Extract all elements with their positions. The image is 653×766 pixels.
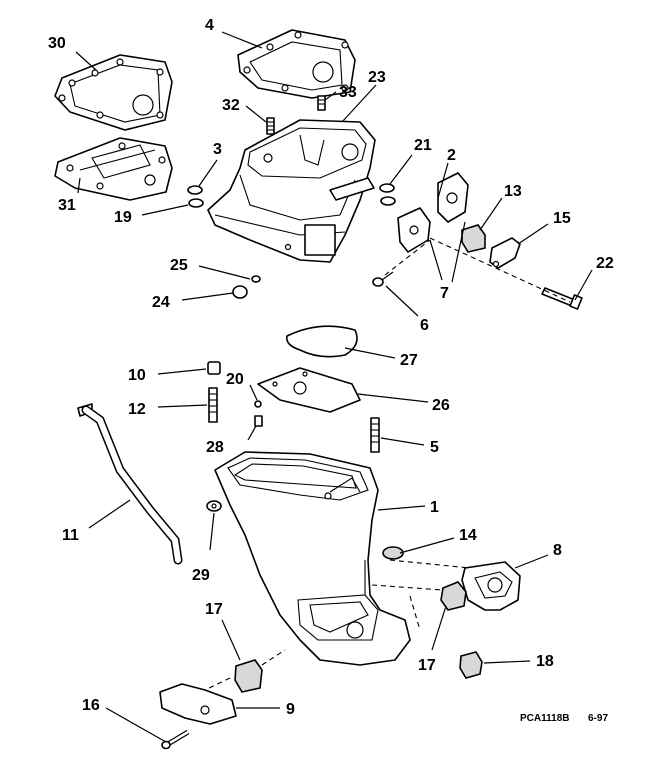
callout-13: 13 xyxy=(504,183,522,200)
callout-28: 28 xyxy=(206,439,224,456)
callout-30: 30 xyxy=(48,35,66,52)
callout-6: 6 xyxy=(420,317,429,334)
callout-29: 29 xyxy=(192,567,210,584)
callout-21: 21 xyxy=(414,137,432,154)
callout-25: 25 xyxy=(170,257,188,274)
stud-5 xyxy=(370,417,380,453)
washer-3 xyxy=(187,185,203,195)
callout-20: 20 xyxy=(226,371,244,388)
callout-11: 11 xyxy=(62,527,79,544)
callout-32: 32 xyxy=(222,97,240,114)
screw-6 xyxy=(372,271,394,287)
callout-31: 31 xyxy=(58,197,76,214)
gasket-27 xyxy=(285,325,358,358)
callout-27: 27 xyxy=(400,352,418,369)
nut-19 xyxy=(188,198,204,208)
leader-lines xyxy=(75,31,593,743)
callout-10: 10 xyxy=(128,367,146,384)
plate-15 xyxy=(489,237,521,269)
bracket-upper xyxy=(437,172,469,223)
callout-17-left: 17 xyxy=(205,601,223,618)
gasket-31 xyxy=(54,137,173,201)
washer-21 xyxy=(379,183,395,193)
callout-24: 24 xyxy=(152,294,170,311)
screw-28 xyxy=(254,415,263,427)
callout-26: 26 xyxy=(432,397,450,414)
water-tube-11 xyxy=(77,403,183,565)
callout-8: 8 xyxy=(553,542,562,559)
stud-32 xyxy=(266,117,275,135)
figure-code: PCA1118B xyxy=(520,713,569,724)
callout-16: 16 xyxy=(82,697,100,714)
callout-33: 33 xyxy=(339,84,357,101)
callout-18: 18 xyxy=(536,653,554,670)
adapter-housing-23 xyxy=(207,119,376,263)
callout-17-right: 17 xyxy=(418,657,436,674)
callout-23: 23 xyxy=(368,69,386,86)
bracket-8 xyxy=(461,561,521,611)
block-13 xyxy=(461,224,486,253)
callout-4: 4 xyxy=(205,17,214,34)
callout-15: 15 xyxy=(553,210,571,227)
screw-16 xyxy=(161,729,190,750)
rubber-mount-17-right xyxy=(440,581,467,611)
bracket-7 xyxy=(397,207,431,253)
clamp-9 xyxy=(159,683,237,725)
callout-9: 9 xyxy=(286,701,295,718)
nut-2 xyxy=(380,196,396,206)
callout-14: 14 xyxy=(459,527,477,544)
plate-26 xyxy=(257,367,361,413)
callout-1: 1 xyxy=(430,499,439,516)
callout-19: 19 xyxy=(114,209,132,226)
callout-12: 12 xyxy=(128,401,146,418)
dowel-10 xyxy=(207,361,221,375)
o-ring-25 xyxy=(251,275,261,283)
stud-33 xyxy=(317,95,326,111)
callout-numbers: 30 4 23 33 32 3 19 31 21 2 13 15 22 25 2… xyxy=(48,17,614,718)
gasket-30 xyxy=(54,54,173,131)
nut-29 xyxy=(206,500,222,512)
pad-14 xyxy=(382,546,404,560)
gasket-4 xyxy=(237,29,356,99)
rubber-mount-18 xyxy=(459,651,483,679)
washer-20 xyxy=(254,400,262,408)
stud-12 xyxy=(208,387,218,423)
callout-5: 5 xyxy=(430,439,439,456)
rubber-mount-17-left xyxy=(234,659,263,693)
bolt-22 xyxy=(541,287,583,310)
figure-date: 6-97 xyxy=(588,713,608,724)
callout-7: 7 xyxy=(440,285,449,302)
callout-2: 2 xyxy=(447,147,456,164)
callout-22: 22 xyxy=(596,255,614,272)
driveshaft-housing-1 xyxy=(214,451,411,666)
plug-24 xyxy=(232,285,248,299)
callout-3: 3 xyxy=(213,141,222,158)
